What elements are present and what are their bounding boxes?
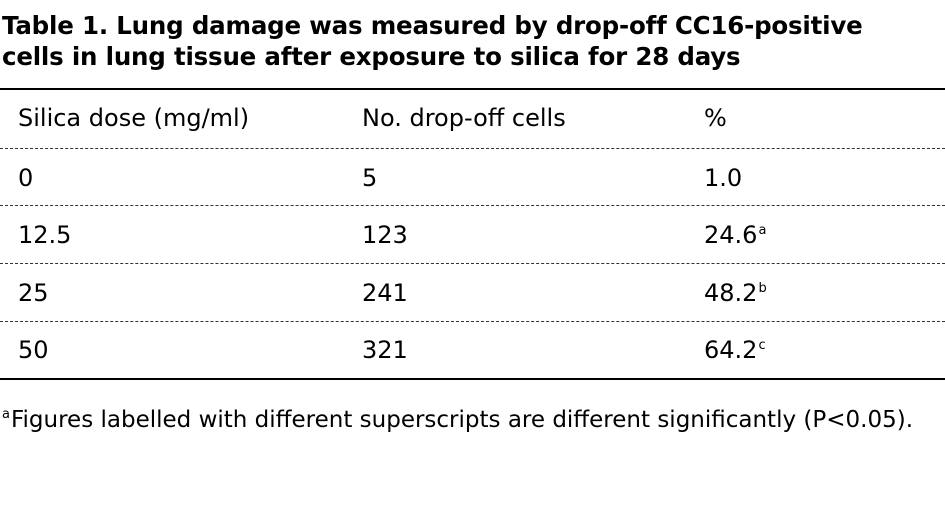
significance-superscript: b [758,281,767,296]
cells-count-cell: 321 [362,336,408,364]
percent-cell: 64.2c [704,321,766,384]
table-row: 0 5 1.0 [0,149,945,207]
percent-cell: 24.6a [704,206,766,269]
cells-count-cell: 241 [362,279,408,307]
table-row: 25 241 48.2b [0,264,945,322]
table-footnote: aFigures labelled with different supersc… [2,404,943,440]
table-header-row: Silica dose (mg/ml) No. drop-off cells % [0,89,945,147]
header-silica-dose: Silica dose (mg/ml) [18,104,250,132]
percent-value: 24.6 [704,221,758,249]
table-title: Table 1. Lung damage was measured by dro… [2,10,945,72]
percent-cell: 1.0 [704,149,743,212]
significance-superscript: c [758,338,766,353]
footnote-marker: a [2,407,10,422]
header-percent: % [704,104,727,132]
significance-superscript: a [758,223,767,238]
footnote-text: Figures labelled with different superscr… [10,407,913,433]
row-divider [0,321,945,322]
dose-cell: 25 [18,279,49,307]
row-divider [0,205,945,206]
table-top-rule [0,88,945,90]
percent-value: 48.2 [704,279,758,307]
table-title-line-2: cells in lung tissue after exposure to s… [2,42,741,71]
dose-cell: 12.5 [18,221,72,249]
table-title-line-1: Table 1. Lung damage was measured by dro… [2,11,863,40]
percent-cell: 48.2b [704,264,767,327]
table-row: 50 321 64.2c [0,321,945,379]
percent-value: 64.2 [704,336,758,364]
dose-cell: 0 [18,164,34,192]
row-divider [0,263,945,264]
cells-count-cell: 123 [362,221,408,249]
cells-count-cell: 5 [362,164,378,192]
row-divider [0,148,945,149]
table-bottom-rule [0,378,945,380]
table-row: 12.5 123 24.6a [0,206,945,264]
dose-cell: 50 [18,336,49,364]
percent-value: 1.0 [704,164,743,192]
header-drop-off-cells: No. drop-off cells [362,104,566,132]
